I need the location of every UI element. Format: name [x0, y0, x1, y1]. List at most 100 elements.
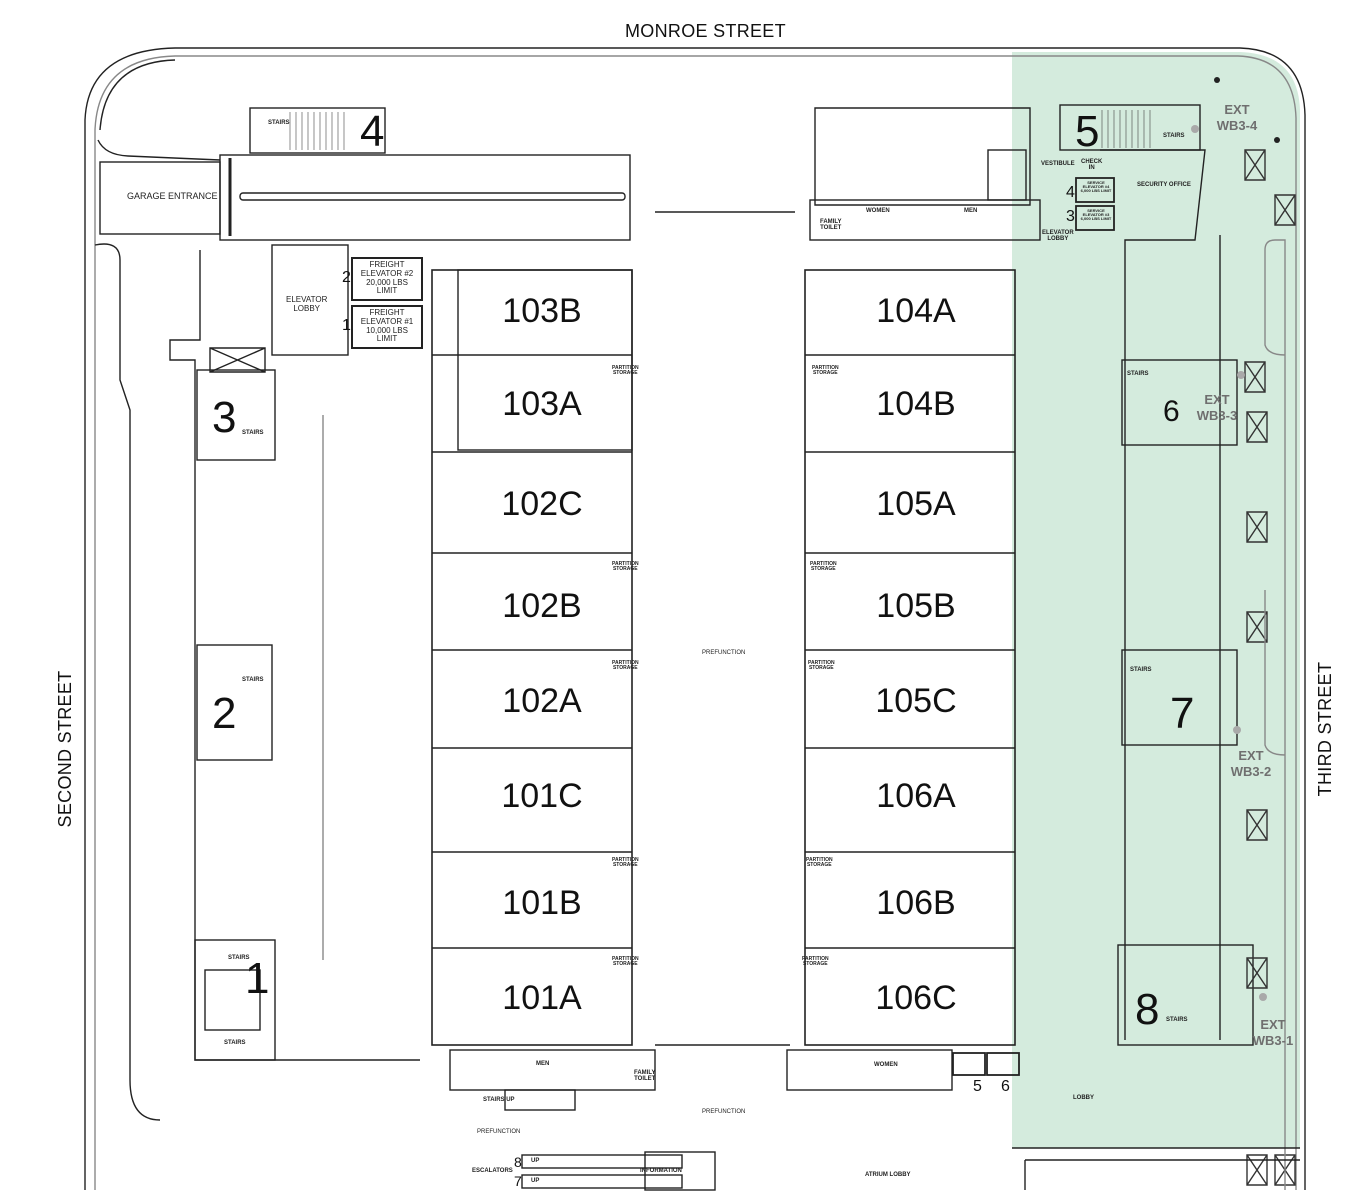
outer-boundary [84, 47, 1306, 1190]
room-106c[interactable]: 106C [875, 979, 957, 1017]
freight-elevator-2[interactable]: FREIGHT ELEVATOR #2 20,000 LBS LIMIT [354, 260, 420, 296]
service-elevator-4-number: 4 [1066, 184, 1075, 201]
east-meeting-block [804, 269, 1016, 1046]
room-101a[interactable]: 101A [502, 979, 582, 1017]
escalator-8-direction: UP [531, 1158, 540, 1164]
stair-number-2: 2 [212, 689, 237, 738]
stairs-label-4: STAIRS [268, 120, 290, 126]
partition-storage-line2: STORAGE [802, 961, 828, 968]
planter-icon [1246, 511, 1268, 543]
women-restroom-south: WOMEN [874, 1062, 898, 1068]
stair-8-box [1117, 944, 1254, 1046]
planter-icon [1274, 194, 1296, 226]
stair-5-treads [1101, 110, 1151, 148]
column-markers [1214, 77, 1280, 143]
passenger-elevator-6-number: 6 [1001, 1078, 1010, 1095]
garage-ramp [219, 154, 631, 241]
room-102b[interactable]: 102B [502, 587, 582, 625]
elevator-lobby-west: ELEVATOR LOBBY [286, 295, 327, 314]
stair-number-7: 7 [1170, 689, 1195, 738]
exit-wb3-1-line2: WB3-1 [1252, 1033, 1294, 1049]
freight-elevator-1-line3: 10,000 LBS [366, 325, 408, 335]
stair-3-box [196, 369, 276, 461]
room-105a[interactable]: 105A [876, 485, 956, 523]
escalator-7 [521, 1174, 683, 1189]
prefunction-label-south: PREFUNCTION [702, 1109, 746, 1115]
men-restroom-north: MEN [964, 208, 978, 214]
garage-entrance-label: GARAGE ENTRANCE [127, 191, 218, 201]
highlight-zone-east [1012, 52, 1300, 1148]
exit-wb3-1[interactable]: EXT WB3-1 [1248, 1017, 1298, 1050]
elevator-lobby-west-room [271, 244, 349, 356]
check-in-line2: IN [1088, 165, 1095, 172]
room-104b[interactable]: 104B [876, 385, 956, 423]
exit-wb3-2-line1: EXT [1238, 748, 1264, 763]
room-106b[interactable]: 106B [876, 884, 956, 922]
men-restroom-south: MEN [536, 1061, 550, 1067]
family-toilet-north-line1: FAMILY [820, 219, 842, 225]
room-101c[interactable]: 101C [501, 777, 583, 815]
exit-wb3-4-line1: EXT [1224, 102, 1250, 117]
partition-storage-line2: STORAGE [612, 370, 638, 377]
passenger-elevator-5-shaft [952, 1052, 986, 1076]
room-103a[interactable]: 103A [502, 385, 582, 423]
partition-storage-line2: STORAGE [806, 862, 832, 869]
garage-rampline [239, 192, 626, 201]
service-elevator-4-shaft [1075, 177, 1115, 203]
room-102c[interactable]: 102C [501, 485, 583, 523]
stair-1-box [194, 939, 276, 1061]
exit-wb3-3[interactable]: EXT WB3-3 [1192, 392, 1242, 425]
partition-storage-line1: PARTITION [612, 857, 639, 863]
room-105b[interactable]: 105B [876, 587, 956, 625]
partition-storage-line2: STORAGE [810, 566, 836, 573]
service-elevator-3[interactable]: SERVICE ELEVATOR #3 6,000 LBS LIMIT [1080, 208, 1112, 222]
street-label-west: SECOND STREET [55, 670, 75, 828]
elevator-lobby-east: ELEVATOR LOBBY [1042, 230, 1074, 243]
escalator-7-number: 7 [514, 1173, 522, 1189]
room-103b[interactable]: 103B [502, 292, 582, 330]
stair-1-inner [204, 969, 261, 1031]
partition-storage-line2: STORAGE [612, 566, 638, 573]
freight-elevator-1-line1: FREIGHT [369, 308, 405, 317]
partition-storage-line1: PARTITION [612, 365, 639, 371]
room-106a[interactable]: 106A [876, 777, 956, 815]
ext-markers [1191, 125, 1267, 1001]
freight-elevator-2-line1: FREIGHT [369, 260, 405, 269]
exit-wb3-2[interactable]: EXT WB3-2 [1226, 748, 1276, 781]
stairs-label-1b: STAIRS [224, 1040, 246, 1046]
west-room-dividers [432, 354, 632, 949]
escalator-8 [521, 1154, 683, 1169]
service-elevator-4[interactable]: SERVICE ELEVATOR #4 6,000 LBS LIMIT [1080, 180, 1112, 194]
freight-elevator-2-line4: LIMIT [376, 286, 398, 296]
partition-storage-line1: PARTITION [808, 660, 835, 666]
planter-icon [1244, 361, 1266, 393]
elevator-lobby-east-line1: ELEVATOR [1042, 230, 1074, 236]
planters [1244, 149, 1296, 1186]
stair-7-box [1121, 649, 1238, 746]
exit-wb3-4[interactable]: EXT WB3-4 [1212, 102, 1262, 135]
room-101b[interactable]: 101B [502, 884, 582, 922]
stair-2-box [196, 644, 273, 761]
room-104a[interactable]: 104A [876, 292, 956, 330]
exit-wb3-3-line1: EXT [1204, 392, 1230, 407]
family-toilet-north: FAMILY TOILET [820, 219, 841, 232]
information-desk [644, 1151, 716, 1191]
partition-storage-line2: STORAGE [612, 862, 638, 869]
stairs-label-3: STAIRS [242, 430, 264, 436]
stair-6-box [1121, 359, 1238, 446]
freight-elevator-1[interactable]: FREIGHT ELEVATOR #1 10,000 LBS LIMIT [354, 308, 420, 344]
stair-number-6: 6 [1163, 395, 1180, 428]
stairs-up-label: STAIRS UP [483, 1097, 515, 1103]
stairs-label-8: STAIRS [1166, 1017, 1188, 1023]
south-women-restroom [786, 1049, 953, 1091]
room-105c[interactable]: 105C [875, 682, 957, 720]
street-label-east: THIRD STREET [1315, 661, 1335, 797]
room-102a[interactable]: 102A [502, 682, 582, 720]
